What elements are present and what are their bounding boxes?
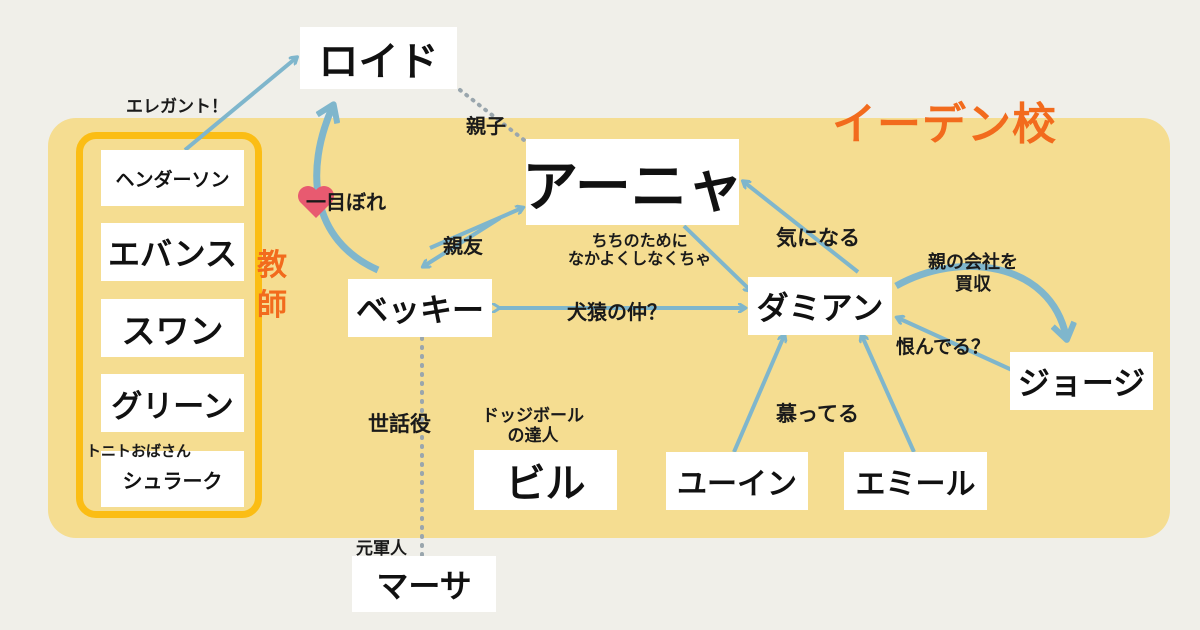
node-loid: ロイド (300, 27, 457, 89)
teachers-frame (76, 132, 262, 518)
teacher-henderson: ヘンダーソン (101, 150, 244, 206)
heart-icon (298, 186, 334, 218)
label-father-company: 親の会社を 買収 (928, 252, 1018, 295)
label-caretaker: 世話役 (368, 412, 431, 436)
teachers-label: 教師 (257, 248, 287, 323)
label-curious: 気になる (776, 226, 860, 250)
arrow-anya-damian (682, 224, 750, 290)
label-ex-soldier: 元軍人 (356, 539, 407, 559)
node-emile: エミール (844, 452, 987, 510)
dotted-loid-anya (458, 88, 526, 142)
node-ewen: ユーイン (666, 452, 808, 510)
node-anya: アーニャ (522, 139, 743, 225)
node-damian: ダミアン (748, 277, 892, 335)
label-parent-child: 親子 (466, 114, 506, 138)
label-elegant: エレガント！ (126, 97, 228, 117)
arrow-damian-anya (744, 182, 860, 274)
teacher-schlack-note: トニトおばさん (86, 442, 192, 460)
arrow-becky-anya (429, 208, 522, 250)
eden-school-title: イーデン校 (832, 99, 1057, 150)
arrow-ewen-damian (732, 336, 784, 453)
arrow-henderson-loid (183, 58, 296, 152)
node-bill: ビル (474, 450, 617, 510)
label-grudge: 恨んでる？ (896, 336, 991, 358)
node-martha: マーサ (352, 556, 496, 612)
arrow-anya-becky (424, 216, 502, 266)
label-best-friend: 親友 (443, 234, 483, 258)
node-becky: ベッキー (348, 279, 492, 337)
arrow-damian-george (894, 262, 1066, 336)
label-crush: 一目ぼれ (306, 190, 386, 214)
teacher-green: グリーン (101, 374, 244, 432)
node-george: ジョージ (1010, 352, 1153, 410)
arrow-george-damian (898, 318, 1013, 372)
teacher-swan: スワン (101, 299, 244, 357)
teacher-evans: エバンス (101, 223, 244, 281)
teacher-schlack: シュラーク (101, 451, 244, 507)
label-rivals: 犬猿の仲？ (567, 300, 667, 324)
label-admire: 慕ってる (776, 402, 859, 426)
label-dodgeball: ドッジボール の達人 (482, 406, 584, 446)
arrow-emile-damian (862, 336, 916, 453)
label-for-chichi: ちちのために なかよくしなくちゃ (568, 231, 712, 268)
